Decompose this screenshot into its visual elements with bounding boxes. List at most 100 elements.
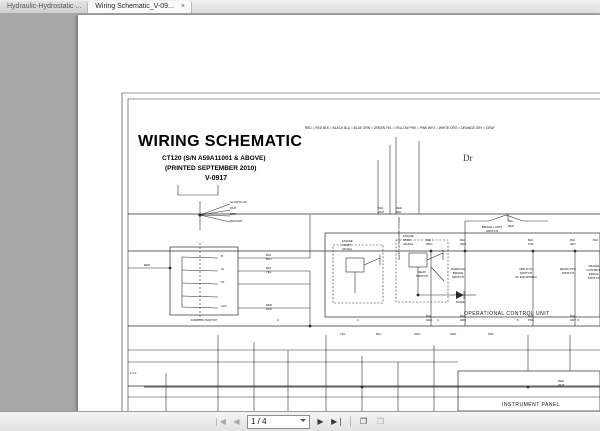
svg-text:WHT: WHT (266, 307, 273, 311)
svg-text:BLK: BLK (528, 238, 533, 242)
document-viewer[interactable]: GLOW PLUG WHT BRN BLK/WHT B IG ST ACC BL… (0, 13, 600, 411)
tab-wiring-schematic[interactable]: Wiring Schematic_V-09... × (88, 1, 192, 13)
svg-text:SWITCH: SWITCH (416, 274, 428, 278)
svg-text:BLU: BLU (266, 257, 271, 261)
svg-text:IG: IG (221, 267, 224, 271)
previous-page-icon[interactable]: ◀ (233, 417, 240, 426)
operational-control-unit-label: OPERATIONAL CONTROL UNIT (464, 311, 550, 317)
svg-text:PNK: PNK (488, 332, 494, 336)
svg-text:3: 3 (357, 318, 359, 322)
svg-text:STOP: STOP (403, 238, 411, 242)
svg-text:5: 5 (517, 318, 519, 322)
svg-text:PARKING: PARKING (451, 267, 465, 271)
svg-text:BLK: BLK (460, 238, 465, 242)
svg-text:(IF EQUIPPED): (IF EQUIPPED) (515, 275, 537, 279)
tab-hydraulic-hydrostatic[interactable]: Hydraulic-Hydrostatic ... (0, 1, 89, 13)
svg-text:YEL: YEL (266, 270, 272, 274)
svg-text:BLU: BLU (376, 332, 381, 336)
svg-text:YEL: YEL (340, 332, 346, 336)
svg-text:PNK: PNK (528, 318, 534, 322)
svg-text:BLK: BLK (266, 253, 271, 257)
svg-text:GRY: GRY (570, 242, 576, 246)
fit-page-icon[interactable]: ❐ (359, 417, 368, 426)
svg-text:SWITCH: SWITCH (588, 276, 600, 280)
tab-label: Wiring Schematic_V-09... (95, 3, 174, 10)
svg-text:ENGINE: ENGINE (403, 234, 414, 238)
svg-text:SEAT: SEAT (418, 270, 426, 274)
svg-text:BRAKE LIGHT: BRAKE LIGHT (482, 225, 503, 229)
document-subtitle-printed: (PRINTED SEPTEMBER 2010) (165, 165, 257, 172)
svg-text:TRAVEL: TRAVEL (588, 264, 600, 268)
svg-text:GRN: GRN (460, 318, 466, 322)
svg-text:BLK: BLK (528, 314, 533, 318)
svg-text:ORG: ORG (426, 318, 432, 322)
svg-text:BRAKE: BRAKE (453, 271, 464, 275)
svg-text:SWITCH: SWITCH (452, 275, 464, 279)
pdf-page: GLOW PLUG WHT BRN BLK/WHT B IG ST ACC BL… (78, 15, 600, 411)
svg-text:GLOW PLUG: GLOW PLUG (230, 200, 247, 204)
svg-text:SIGNAL: SIGNAL (342, 247, 353, 251)
last-page-icon[interactable]: ▶❘ (331, 417, 344, 426)
svg-text:SAFETY INTERLOCK SYSTEM: SAFETY INTERLOCK SYSTEM (397, 217, 401, 260)
svg-text:PNK: PNK (528, 242, 534, 246)
svg-text:ORG: ORG (414, 332, 420, 336)
svg-text:RED: RED (396, 206, 402, 210)
first-page-icon[interactable]: ❘◀ (213, 417, 226, 426)
instrument-panel-label: INSTRUMENT PANEL (502, 402, 561, 408)
svg-text:4: 4 (437, 318, 439, 322)
svg-text:RED: RED (266, 303, 272, 307)
svg-text:SIGNAL: SIGNAL (403, 242, 414, 246)
svg-text:ST: ST (221, 280, 225, 284)
svg-text:2: 2 (277, 318, 279, 322)
wire-color-legend: RED = RED BLK = BLACK BLU = BLUE GRN = G… (305, 126, 495, 130)
svg-text:GRN: GRN (450, 332, 456, 336)
chevron-down-icon[interactable] (300, 418, 306, 422)
svg-text:1 0-4: 1 0-4 (130, 371, 137, 375)
svg-text:START: START (342, 243, 351, 247)
page-number-value: 1 / 4 (251, 417, 267, 426)
wiring-schematic-drawing: GLOW PLUG WHT BRN BLK/WHT B IG ST ACC BL… (121, 92, 600, 411)
svg-text:BLU: BLU (508, 219, 513, 223)
svg-text:DIODE: DIODE (456, 300, 465, 304)
svg-text:B: B (221, 254, 223, 258)
svg-text:ORG: ORG (426, 242, 432, 246)
svg-text:BLK/WHT: BLK/WHT (230, 219, 243, 223)
svg-text:BLK: BLK (396, 210, 401, 214)
next-page-icon[interactable]: ▶ (317, 417, 324, 426)
svg-text:BLK: BLK (426, 314, 431, 318)
svg-text:CONTROL: CONTROL (586, 268, 600, 272)
svg-text:SWITCH: SWITCH (486, 229, 498, 233)
svg-text:BLK: BLK (378, 206, 383, 210)
svg-text:RED: RED (508, 224, 514, 228)
svg-text:BLK: BLK (570, 314, 575, 318)
svg-text:1: 1 (197, 318, 199, 322)
svg-text:GRY: GRY (570, 318, 576, 322)
svg-text:SWITCH: SWITCH (520, 271, 532, 275)
close-icon[interactable]: × (180, 3, 185, 10)
browser-tab-bar: Hydraulic-Hydrostatic ... Wiring Schemat… (0, 0, 600, 14)
svg-text:REAR-PTO: REAR-PTO (560, 267, 577, 271)
text-cursor-artifact: Dr (463, 153, 473, 163)
svg-text:GRN: GRN (460, 242, 466, 246)
document-subtitle-model: CT120 (S/N A59A11001 & ABOVE) (162, 155, 266, 162)
page-title: WIRING SCHEMATIC (138, 133, 303, 150)
svg-text:WHT: WHT (230, 206, 237, 210)
toolbar-divider (350, 416, 351, 427)
svg-text:BRN: BRN (230, 212, 236, 216)
svg-text:WHT: WHT (378, 210, 385, 214)
svg-text:ACC: ACC (221, 304, 227, 308)
svg-text:RED: RED (558, 379, 564, 383)
page-number-input[interactable]: 1 / 4 (247, 414, 310, 429)
svg-text:MID-PTO: MID-PTO (519, 267, 533, 271)
zoom-icon[interactable]: ❐ (376, 417, 385, 426)
svg-text:BLK: BLK (266, 266, 271, 270)
drawing-number: V-0917 (205, 175, 228, 182)
svg-text:SWITCH: SWITCH (562, 271, 574, 275)
svg-text:PEDAL: PEDAL (589, 272, 599, 276)
svg-text:ENGINE: ENGINE (342, 239, 353, 243)
svg-text:RED: RED (144, 263, 150, 267)
svg-text:BLK: BLK (426, 238, 431, 242)
svg-text:IGNITION SWITCH: IGNITION SWITCH (191, 318, 218, 322)
tab-label: Hydraulic-Hydrostatic ... (7, 3, 82, 10)
pdf-navigation-bar: ❘◀ ◀ 1 / 4 ▶ ▶❘ ❐ ❐ (0, 411, 600, 431)
